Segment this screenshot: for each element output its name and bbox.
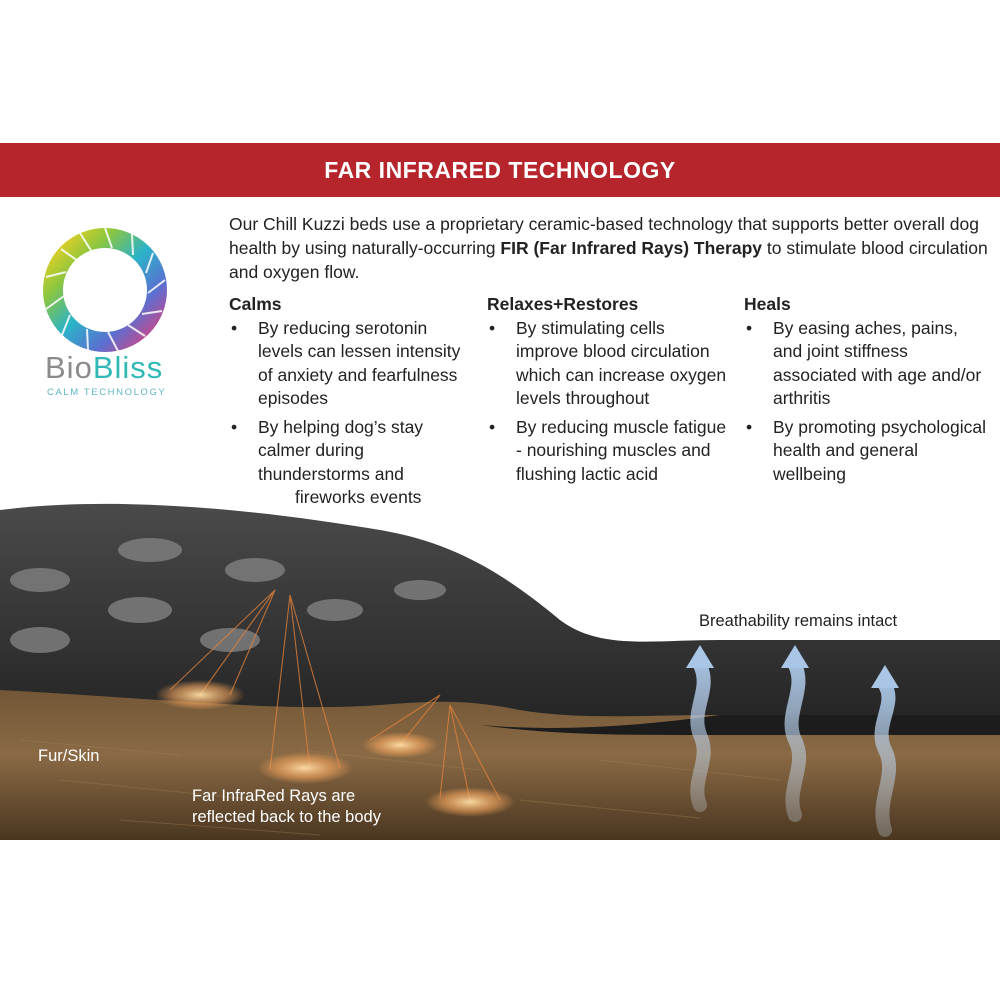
- column-heading: Heals: [744, 294, 791, 314]
- list-item-continuation: fireworks events: [295, 487, 422, 507]
- list-item: By reducing muscle fatigue - nourishing …: [487, 416, 727, 487]
- list-item: By promoting psychological health and ge…: [744, 416, 989, 487]
- fur-skin-label: Fur/Skin: [38, 747, 100, 765]
- brand-bliss: Bliss: [92, 350, 164, 385]
- list-item: By easing aches, pains, and joint stiffn…: [744, 317, 989, 411]
- column-heading: Calms: [229, 294, 282, 314]
- bed-illustration: [0, 500, 1000, 840]
- breathability-label: Breathability remains intact: [699, 612, 898, 630]
- banner-title: FAR INFRARED TECHNOLOGY: [324, 156, 676, 183]
- column-calms: Calms By reducing serotonin levels can l…: [229, 293, 474, 510]
- intro-paragraph: Our Chill Kuzzi beds use a proprietary c…: [229, 214, 988, 282]
- rays-label-line2: reflected back to the body: [192, 808, 381, 826]
- column-heals: Heals By easing aches, pains, and joint …: [744, 293, 989, 491]
- column-relaxes-restores: Relaxes+Restores By stimulating cells im…: [487, 293, 727, 491]
- header-banner: FAR INFRARED TECHNOLOGY: [0, 143, 1000, 197]
- brand-name: BioBliss: [45, 350, 163, 386]
- intro-bold: FIR (Far Infrared Rays) Therapy: [500, 238, 763, 258]
- rainbow-ring-icon: [43, 227, 167, 352]
- list-item: By reducing serotonin levels can lessen …: [229, 317, 474, 411]
- list-item: By helping dog’s stay calmer during thun…: [229, 416, 474, 510]
- brand-tagline: CALM TECHNOLOGY: [47, 387, 167, 398]
- rays-label-line1: Far InfraRed Rays are: [192, 787, 356, 805]
- column-heading: Relaxes+Restores: [487, 294, 639, 314]
- brand-bio: Bio: [45, 350, 93, 385]
- list-item: By stimulating cells improve blood circu…: [487, 317, 727, 411]
- bed-fabric-illustration: [0, 503, 1000, 840]
- biobliss-logo: BioBliss CALM TECHNOLOGY: [40, 225, 180, 405]
